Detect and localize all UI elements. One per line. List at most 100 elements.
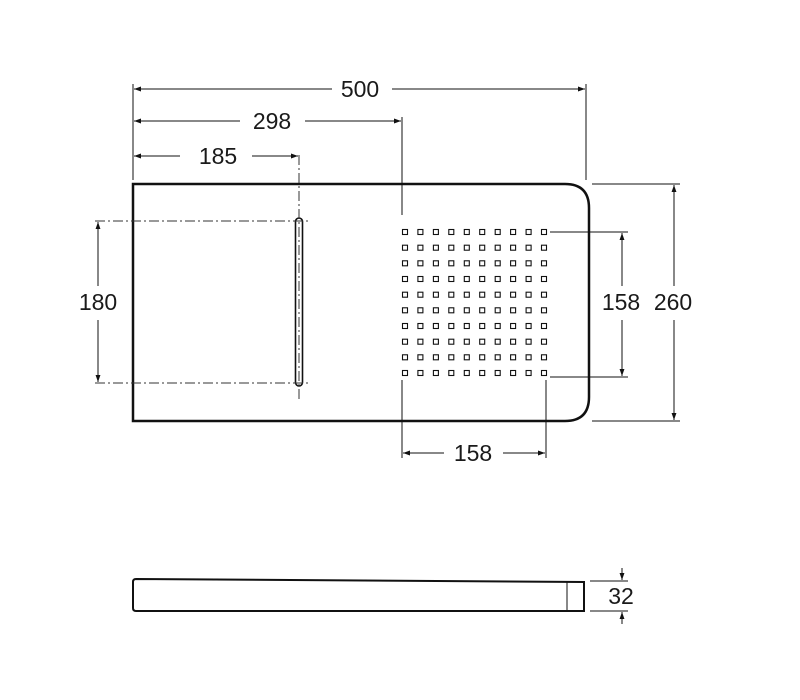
drain-hole (510, 307, 517, 314)
drain-hole (525, 369, 532, 377)
drain-hole (401, 275, 409, 283)
drain-hole (401, 228, 409, 236)
drain-hole (417, 369, 424, 377)
center-lines (95, 155, 310, 400)
drain-hole (448, 322, 455, 330)
drain-hole (401, 338, 409, 345)
drain-hole (463, 354, 470, 361)
drain-hole (463, 307, 470, 314)
drain-hole (432, 260, 439, 267)
drain-hole (463, 322, 470, 330)
drain-hole (540, 354, 548, 361)
dimension-overall-depth: 260 (592, 183, 692, 422)
drain-hole (401, 322, 409, 330)
drain-hole (510, 244, 517, 251)
drain-hole (525, 228, 532, 236)
drain-hole (479, 307, 486, 314)
label-overall-depth: 260 (654, 289, 692, 315)
drain-hole (463, 260, 470, 267)
drain-hole (432, 322, 439, 330)
drain-hole (479, 338, 486, 345)
label-thickness: 32 (608, 583, 634, 609)
drain-hole (525, 260, 532, 267)
drain-hole (510, 260, 517, 267)
drain-hole (448, 228, 455, 236)
drain-hole (540, 291, 548, 298)
drain-hole (432, 228, 439, 236)
drain-hole (479, 369, 486, 377)
drain-hole (510, 369, 517, 377)
drain-hole (540, 338, 548, 345)
drain-hole (401, 244, 409, 251)
drain-hole (479, 354, 486, 361)
drain-hole (448, 260, 455, 267)
label-slot-offset: 298 (253, 108, 291, 134)
dimension-slot-length: 180 (79, 222, 117, 382)
drain-hole (525, 307, 532, 314)
drain-hole (448, 369, 455, 377)
drain-hole (510, 338, 517, 345)
drain-hole (494, 307, 501, 314)
label-overall-width: 500 (341, 76, 379, 102)
drain-hole (494, 338, 501, 345)
drain-hole-grid (401, 228, 548, 377)
drain-hole (525, 275, 532, 283)
drain-hole (494, 244, 501, 251)
dimension-thickness: 32 (590, 568, 634, 624)
drain-hole (525, 322, 532, 330)
drain-hole (401, 307, 409, 314)
drain-hole (525, 244, 532, 251)
drain-hole (479, 275, 486, 283)
label-grid-height: 158 (602, 289, 640, 315)
drain-hole (432, 307, 439, 314)
drain-hole (417, 322, 424, 330)
drain-hole (463, 275, 470, 283)
drain-hole (510, 275, 517, 283)
drain-hole (479, 228, 486, 236)
drain-hole (494, 228, 501, 236)
dimension-slot-offset: 185 (134, 143, 298, 169)
drain-hole (417, 354, 424, 361)
drain-hole (540, 322, 548, 330)
drain-hole (463, 338, 470, 345)
drain-hole (463, 291, 470, 298)
drain-hole (494, 354, 501, 361)
drain-hole (479, 291, 486, 298)
drain-hole (540, 260, 548, 267)
drain-hole (417, 307, 424, 314)
drain-hole (510, 354, 517, 361)
dimension-grid-width: 158 (401, 380, 547, 466)
drain-hole (417, 260, 424, 267)
drain-hole (432, 338, 439, 345)
drain-hole (525, 354, 532, 361)
tray-outline-side-view (132, 577, 585, 612)
drain-hole (417, 291, 424, 298)
drain-hole (432, 244, 439, 251)
drain-hole (417, 338, 424, 345)
tray-outline-top-view (131, 182, 591, 423)
drain-hole (401, 369, 409, 377)
drain-hole (417, 244, 424, 251)
label-grid-offset: 185 (199, 143, 237, 169)
drain-hole (448, 291, 455, 298)
drain-hole (479, 322, 486, 330)
dimension-grid-height: 158 (550, 231, 640, 378)
label-slot-length: 180 (79, 289, 117, 315)
drain-hole (540, 275, 548, 283)
drain-hole (494, 322, 501, 330)
drain-hole (510, 291, 517, 298)
drain-hole (510, 322, 517, 330)
label-grid-width: 158 (454, 440, 492, 466)
drain-hole (401, 291, 409, 298)
drain-hole (540, 228, 548, 236)
drain-hole (525, 338, 532, 345)
drain-hole (540, 244, 548, 251)
drain-hole (432, 369, 439, 377)
drain-hole (494, 260, 501, 267)
drain-hole (401, 260, 409, 267)
dimension-overall-width: 500 (132, 76, 587, 180)
drain-hole (540, 307, 548, 314)
drain-hole (432, 291, 439, 298)
drain-hole (432, 354, 439, 361)
